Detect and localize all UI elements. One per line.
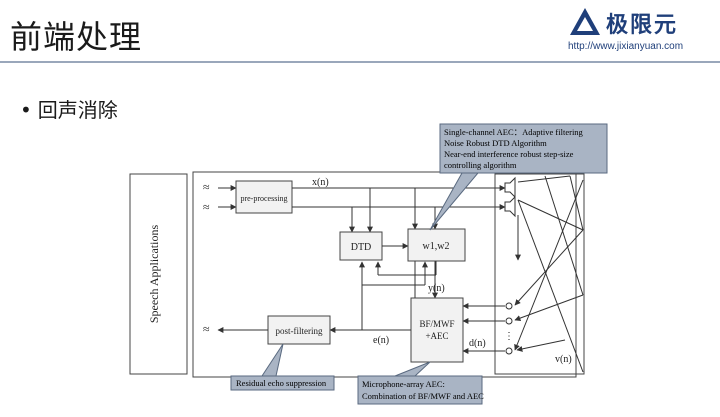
weights-block (407, 228, 466, 262)
brand-name: 极限元 (606, 13, 679, 38)
speaker-icon (504, 176, 516, 199)
ellipsis: ⋮ (504, 331, 514, 342)
signal-d: d(n) (469, 338, 486, 349)
callout-residual-text: Residual echo suppression (236, 378, 327, 388)
wave-symbol: ≈ (203, 200, 210, 214)
callout-top-line-4: controlling algorithm (444, 160, 517, 170)
bf-aec-label-2: +AEC (425, 331, 448, 341)
bf-aec-label-1: BF/MWF (419, 319, 454, 329)
speech-applications-block (129, 173, 188, 375)
callout-mic-array: Microphone-array AEC: Combination of BF/… (357, 361, 484, 405)
signal-x: x(n) (312, 177, 329, 188)
mountain-logo-icon (570, 8, 600, 35)
dtd-block (339, 231, 383, 261)
microphone-icon (505, 347, 513, 355)
wave-symbol: ≈ (203, 322, 210, 336)
signal-v: v(n) (555, 354, 572, 365)
wave-symbol: ≈ (203, 180, 210, 194)
callout-mic-line-1: Microphone-array AEC: (362, 379, 445, 389)
callout-top-line-2: Noise Robust DTD Algorithm (444, 138, 547, 148)
speaker-icon (504, 195, 516, 218)
microphone-icon (505, 317, 513, 325)
callout-top-line-1: Single-channel AEC：Adaptive filtering (444, 127, 584, 137)
page-title: 前端处理 (10, 18, 143, 56)
preprocessing-label: pre-processing (240, 194, 287, 203)
bf-aec-block (410, 297, 464, 363)
preprocessing-block (235, 180, 293, 214)
callout-top-line-3: Near-end interference robust step-size (444, 149, 574, 159)
speech-applications-label: Speech Applications (147, 225, 161, 324)
callout-residual: Residual echo suppression (230, 343, 335, 391)
post-filtering-block (267, 315, 331, 345)
acoustic-room (494, 173, 585, 375)
microphone-icon (505, 302, 513, 310)
post-filtering-label: post-filtering (276, 326, 323, 336)
brand-url[interactable]: http://www.jixianyuan.com (568, 41, 684, 52)
signal-e: e(n) (373, 335, 389, 346)
callout-mic-line-2: Combination of BF/MWF and AEC (362, 391, 484, 401)
brand: 极限元 http://www.jixianyuan.com (568, 4, 708, 60)
signal-y: y(n) (428, 283, 445, 294)
weights-label: w1,w2 (423, 241, 450, 252)
bullet-item: •回声消除 (20, 98, 118, 122)
dtd-label: DTD (351, 242, 372, 253)
bullet-text: 回声消除 (37, 98, 118, 122)
callout-single-channel: Single-channel AEC：Adaptive filtering No… (429, 123, 608, 231)
header-divider (0, 61, 720, 63)
